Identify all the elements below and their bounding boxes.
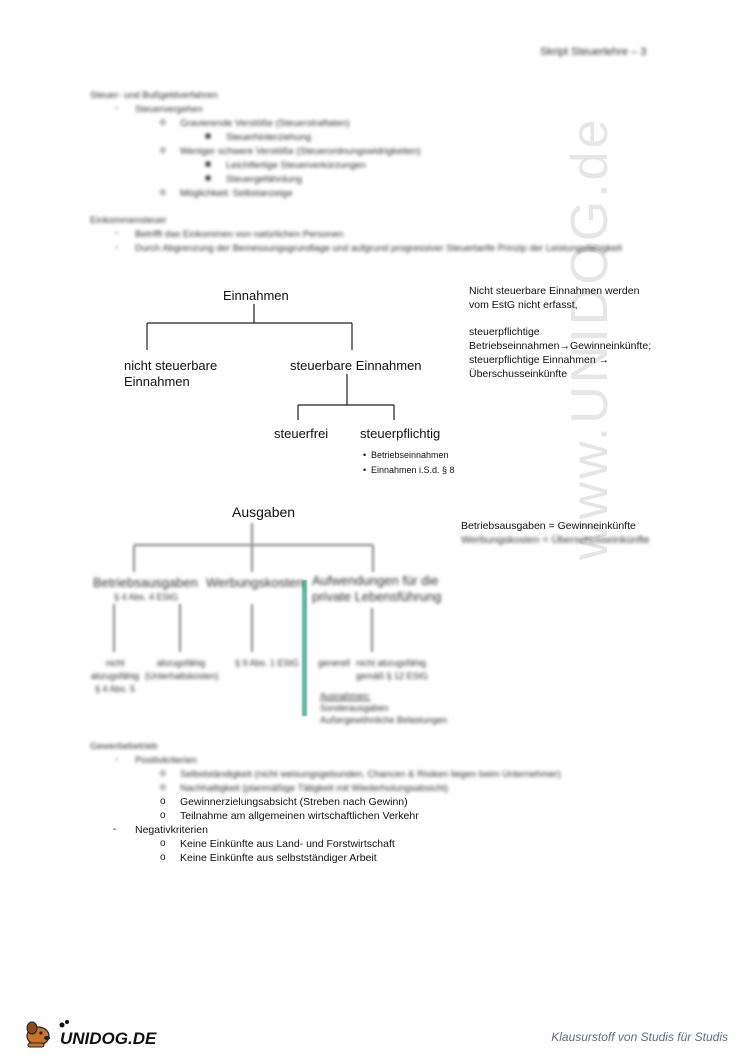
sec1-item: Weniger schwere Verstöße (Steuerordnungs…: [180, 146, 421, 157]
sec1-item: Gravierende Verstöße (Steuerstraftaten): [180, 118, 350, 129]
unidog-logo[interactable]: UNIDOG.DE: [22, 1016, 172, 1048]
diagram-node: Werbungskosten: [206, 575, 304, 590]
paw-icon: [59, 1022, 65, 1028]
sec2-item: Durch Abgrenzung der Bemessungsgrundlage…: [135, 243, 622, 254]
diagram-node: Aufwendungen für die private Lebensführu…: [312, 573, 442, 604]
diagram-leaf: generell: [318, 658, 351, 668]
sec1-item: Leichtfertige Steuerverkürzungen: [226, 160, 366, 171]
diagram-node: Betriebsausgaben: [93, 575, 198, 590]
diagram-bullet: Einnahmen i.S.d. § 8: [371, 465, 455, 475]
sec3-item: Keine Einkünfte aus Land- und Forstwirts…: [180, 838, 395, 850]
note-line: Betriebsausgaben = Gewinneinkünfte: [461, 520, 636, 532]
diagram-leaf: abzugsfähig (Unterhaltskosten): [145, 658, 219, 681]
sec1-item: Steuergefährdung: [226, 174, 303, 185]
diagram-node: § 4 Abs. 4 EStG: [114, 592, 179, 602]
page-header: Skript Steuerlehre – 3: [540, 46, 647, 58]
logo-text: UNIDOG.DE: [60, 1029, 157, 1048]
note-line: steuerpflichtige: [469, 326, 540, 338]
sec3-item: Teilnahme am allgemeinen wirtschaftliche…: [180, 810, 419, 822]
diagram-node-steuerfrei: steuerfrei: [274, 426, 329, 441]
section2-title: Einkommensteuer: [90, 215, 167, 226]
note-line: Überschusseinkünfte: [469, 368, 568, 380]
accent-bar: [302, 580, 307, 716]
diagram-leaf: Sonderausgaben: [320, 703, 389, 713]
footer-slogan: Klausurstoff von Studis für Studis: [551, 1030, 728, 1044]
diagram-leaf: § 9 Abs. 1 EStG: [235, 658, 300, 668]
note-line: steuerpflichtige Einnahmen →: [469, 354, 610, 366]
sec2-item: Betrifft das Einkommen von natürlichen P…: [135, 229, 344, 240]
note-line: Nicht steuerbare Einnahmen werden: [469, 285, 640, 297]
diagram-node-steuerbar: steuerbare Einnahmen: [290, 358, 422, 373]
sec3-item: Nachhaltigkeit (planmäßige Tätigkeit mit…: [180, 783, 449, 794]
dog-icon: [26, 1021, 50, 1048]
diagram-root-ausgaben: Ausgaben: [232, 504, 296, 520]
section1-title: Steuer- und Bußgeldverfahren: [90, 90, 218, 101]
diagram-leaf: Ausnahmen:: [320, 691, 371, 701]
diagram-node-nicht-steuerbar: nicht steuerbare Einnahmen: [124, 358, 218, 389]
diagram-node-steuerpflichtig: steuerpflichtig: [360, 426, 441, 441]
sec3-item: Positivkriterien: [135, 755, 197, 766]
diagram-leaf: Außergewöhnliche Belastungen: [320, 715, 448, 725]
note-line: Werbungskosten = Überschusseinkünfte: [461, 534, 650, 546]
note-line: vom EstG nicht erfasst,: [469, 299, 578, 311]
sec3-item: Gewinnerzielungsabsicht (Streben nach Ge…: [180, 796, 408, 808]
sec3-item: Selbstständigkeit (nicht weisungsgebunde…: [180, 769, 561, 780]
sec3-item: Negativkriterien: [135, 824, 208, 836]
diagram-bullet: Betriebseinnahmen: [371, 450, 449, 460]
section3-title: Gewerbebetrieb: [90, 741, 158, 752]
diagram-root-einnahmen: Einnahmen: [223, 288, 289, 303]
note-line: Betriebseinnahmen→Gewinneinkünfte;: [469, 340, 652, 352]
sec1-item: Steuerhinterziehung: [226, 132, 312, 143]
sec3-item: Keine Einkünfte aus selbstständiger Arbe…: [180, 852, 377, 864]
sec1-item: Steuervergehen: [135, 104, 203, 115]
diagram-leaf: nicht abzugsfähig gemäß § 12 EStG: [356, 658, 429, 681]
sec1-item: Möglichkeit: Selbstanzeige: [180, 188, 293, 199]
diagram-leaf: nicht abzugsfähig § 4 Abs. 5: [90, 658, 140, 694]
